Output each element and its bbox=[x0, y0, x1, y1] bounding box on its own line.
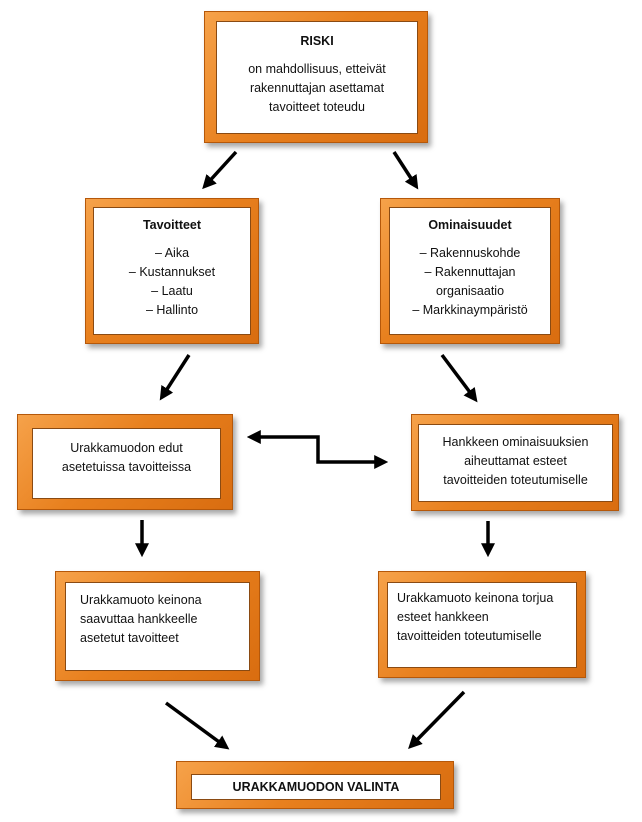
box-urakkamuodon-edut: Urakkamuodon edut asetetuissa tavoitteis… bbox=[17, 414, 233, 510]
ominaisuudet-title: Ominaisuudet bbox=[428, 218, 512, 232]
tavoitteet-title: Tavoitteet bbox=[142, 218, 202, 232]
arrow-keino-torjua-to-valinta bbox=[408, 690, 466, 749]
arrow-keino-saavuttaa-to-valinta bbox=[164, 701, 230, 750]
box-urakkamuodon-valinta-content: URAKKAMUODON VALINTA bbox=[191, 774, 441, 800]
box-keino-saavuttaa: Urakkamuoto keinona saavuttaa hankkeelle… bbox=[55, 571, 260, 681]
torjua-line-2: esteet hankkeen bbox=[397, 610, 489, 624]
saavuttaa-line-3: asetetut tavoitteet bbox=[80, 631, 179, 645]
ominaisuudet-item-markkinaymparisto: – Markkinaympäristö bbox=[412, 303, 528, 317]
arrow-tavoitteet-to-edut bbox=[159, 354, 191, 401]
box-keino-torjua-content: Urakkamuoto keinona torjua esteet hankke… bbox=[387, 582, 577, 668]
box-hankkeen-esteet-content: Hankkeen ominaisuuksien aiheuttamat este… bbox=[418, 424, 613, 502]
torjua-line-1: Urakkamuoto keinona torjua bbox=[397, 591, 554, 605]
tavoitteet-item-laatu: – Laatu bbox=[151, 284, 193, 298]
tavoitteet-item-aika: – Aika bbox=[154, 246, 190, 260]
tavoitteet-item-hallinto: – Hallinto bbox=[145, 303, 199, 317]
esteet-line-1: Hankkeen ominaisuuksien bbox=[442, 435, 589, 449]
arrow-riski-to-ominaisuudet bbox=[392, 151, 419, 190]
riski-line-2: rakennuttajan asettamat bbox=[249, 81, 385, 95]
valinta-title: URAKKAMUODON VALINTA bbox=[232, 780, 400, 794]
box-riski: RISKI on mahdollisuus, etteivät rakennut… bbox=[204, 11, 428, 143]
box-urakkamuodon-valinta: URAKKAMUODON VALINTA bbox=[176, 761, 454, 809]
box-ominaisuudet-content: Ominaisuudet – Rakennuskohde – Rakennutt… bbox=[389, 207, 551, 335]
edut-line-2: asetetuissa tavoitteissa bbox=[61, 460, 192, 474]
saavuttaa-line-1: Urakkamuoto keinona bbox=[80, 593, 202, 607]
riski-line-1: on mahdollisuus, etteivät bbox=[248, 62, 386, 76]
box-tavoitteet-content: Tavoitteet – Aika – Kustannukset – Laatu… bbox=[93, 207, 251, 335]
torjua-line-3: tavoitteiden toteutumiselle bbox=[397, 629, 542, 643]
tavoitteet-item-kustannukset: – Kustannukset bbox=[128, 265, 216, 279]
box-keino-torjua: Urakkamuoto keinona torjua esteet hankke… bbox=[378, 571, 586, 678]
box-hankkeen-esteet: Hankkeen ominaisuuksien aiheuttamat este… bbox=[411, 414, 619, 511]
box-ominaisuudet: Ominaisuudet – Rakennuskohde – Rakennutt… bbox=[380, 198, 560, 344]
saavuttaa-line-2: saavuttaa hankkeelle bbox=[80, 612, 198, 626]
ominaisuudet-item-rakennuskohde: – Rakennuskohde bbox=[419, 246, 521, 260]
box-urakkamuodon-edut-content: Urakkamuodon edut asetetuissa tavoitteis… bbox=[32, 428, 221, 499]
esteet-line-2: aiheuttamat esteet bbox=[464, 454, 567, 468]
arrow-edut-esteet-link bbox=[246, 430, 389, 469]
edut-line-1: Urakkamuodon edut bbox=[70, 441, 183, 455]
ominaisuudet-item-organisaatio: organisaatio bbox=[435, 284, 505, 298]
riski-line-3: tavoitteet toteudu bbox=[269, 100, 365, 114]
box-tavoitteet: Tavoitteet – Aika – Kustannukset – Laatu… bbox=[85, 198, 259, 344]
arrow-riski-to-tavoitteet bbox=[202, 150, 238, 190]
ominaisuudet-item-rakennuttajan: – Rakennuttajan bbox=[424, 265, 516, 279]
box-riski-content: RISKI on mahdollisuus, etteivät rakennut… bbox=[216, 21, 418, 134]
arrow-ominaisuudet-to-esteet bbox=[440, 353, 478, 403]
riski-title: RISKI bbox=[300, 34, 334, 48]
box-keino-saavuttaa-content: Urakkamuoto keinona saavuttaa hankkeelle… bbox=[65, 582, 250, 671]
esteet-line-3: tavoitteiden toteutumiselle bbox=[443, 473, 588, 487]
